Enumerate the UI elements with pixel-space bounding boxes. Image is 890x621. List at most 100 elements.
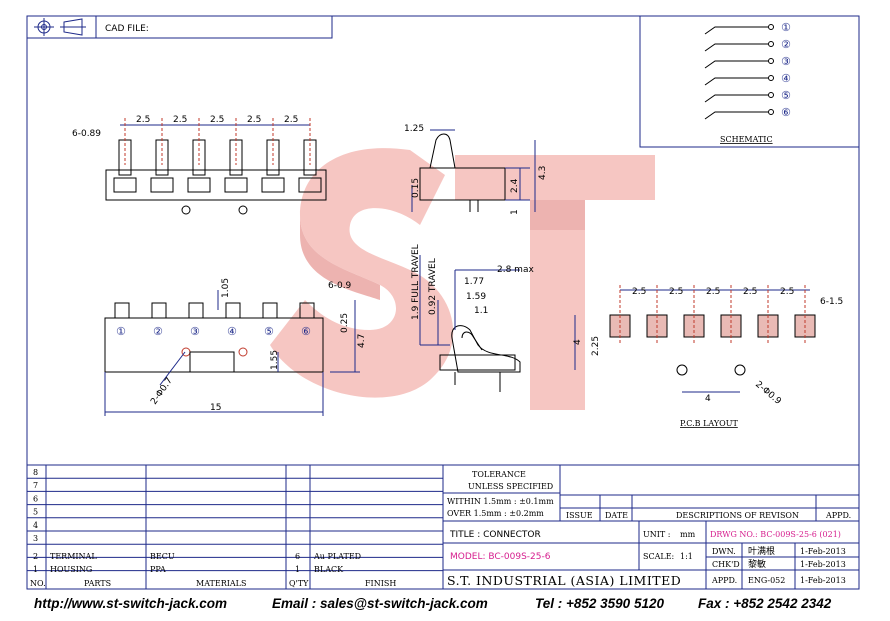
fax-text: Fax : +852 2542 2342 [698,596,832,611]
pcb-pitch-label: 2.5 [669,287,683,297]
bottom-pin-number: ⑤ [264,325,274,338]
front-slot [298,177,322,193]
schematic-switch-line [704,43,768,52]
tolerance-sub: UNLESS SPECIFIED [468,482,553,491]
pcb-pitch-label: 2.5 [780,287,794,297]
appd-value: ENG-052 [748,576,785,585]
front-peg [181,205,191,215]
inner-dim-label: 0.25 [340,313,350,333]
chkd-label: CHK'D [712,560,740,569]
schematic-terminal [768,92,774,98]
scale-value: 1:1 [680,552,693,561]
bom-header-materials: MATERIALS [196,579,246,588]
pcb-pad-label: 6-1.5 [820,297,843,307]
tolerance-within: WITHIN 1.5mm : ±0.1mm [447,497,554,506]
hole-dia-label: 2-Φ0.7 [149,376,175,407]
tolerance-over: OVER 1.5mm : ±0.2mm [447,509,544,518]
schematic-pin-number: ⑥ [781,106,791,119]
rev-date-header: DATE [605,511,628,520]
front-peg [238,205,248,215]
chkd-name: 黎敏 [748,558,766,570]
pitch-label: 2.5 [173,115,187,125]
schematic-label: SCHEMATIC [720,135,773,144]
dwn-name: 叶满根 [748,545,775,557]
pcb-hole [734,364,746,376]
website-link[interactable]: http://www.st-switch-jack.com [34,596,228,611]
pcb-pitch-label: 2.5 [706,287,720,297]
bottom-hole [238,347,248,357]
front-slot [150,177,174,193]
bottom-slot [225,302,241,319]
front-slot [261,177,285,193]
bom-row-number: 8 [33,468,38,477]
schematic-switch-line [704,94,768,103]
pcb-height-label: 4 [573,339,583,345]
pcb-pitch-label: 2.5 [743,287,757,297]
bom-row1-no: 1 [33,565,38,574]
travel-label: 0.92 TRAVEL [428,258,438,315]
bottom-slot [188,302,204,319]
height-dim-label: 4.7 [357,334,367,348]
height-d-label: 1 [510,209,520,215]
schematic-switch-line [704,77,768,86]
front-housing [105,169,327,201]
bom-row2-finish: Au PLATED [313,552,361,561]
rev-issue-header: ISSUE [566,511,593,520]
schematic-switch-line [704,60,768,69]
pcb-hole [676,364,688,376]
email-link[interactable]: Email : sales@st-switch-jack.com [272,596,488,611]
schematic-pin-number: ① [781,21,791,34]
schematic-terminal [768,41,774,47]
bom-row2-material: BECU [150,552,175,561]
schematic-switch-line [704,111,768,120]
bom-header-parts: PARTS [84,579,111,588]
bottom-slot [151,302,167,319]
bom-header-no: NO. [30,579,46,588]
bom-row1-finish: BLACK [314,565,344,574]
scale-label: SCALE: [643,552,674,561]
bom-header-qty: Q'TY [289,579,309,588]
pitch-label: 2.5 [210,115,224,125]
bom-row1-part: HOUSING [50,565,92,574]
pitch-label: 2.5 [247,115,261,125]
schematic-pin-number: ⑤ [781,89,791,102]
full-travel-label: 1.9 FULL TRAVEL [411,244,421,320]
pcb-hole-dia-label: 2-Φ0.9 [753,380,783,407]
height-b-label: 2.4 [510,178,520,193]
side-dim-1: 2.8 max [497,265,534,275]
bom-row2-qty: 6 [295,552,300,561]
appd-date: 1-Feb-2013 [800,576,846,585]
slot-dim-label: 6-0.9 [328,281,352,291]
schematic-terminal [768,75,774,81]
hole-y-label: 1.55 [270,350,280,370]
bottom-slot [262,302,278,319]
height-a-label: 0.15 [411,178,421,198]
bom-row2-part: TERMINAL [50,552,97,561]
schematic-switch-line [704,26,768,35]
bottom-pin-number: ⑥ [301,325,311,338]
schematic-pin-number: ② [781,38,791,51]
bottom-pin-number: ① [116,325,126,338]
title-block [27,464,859,589]
chkd-date: 1-Feb-2013 [800,560,846,569]
bottom-slot [299,302,315,319]
pitch-label: 2.5 [284,115,298,125]
front-slot [113,177,137,193]
length-label: 15 [210,403,221,413]
unit-value: mm [680,530,696,539]
top-offset-label: 1.25 [404,124,424,134]
side-view-top [411,129,536,212]
pcb-layout-label: P.C.B LAYOUT [680,419,738,428]
side-dim-2: 1.77 [464,277,484,287]
model-text: MODEL: BC-009S-25-6 [450,552,551,562]
bom-row-number: 5 [33,508,38,517]
bom-header-finish: FINISH [365,579,396,588]
bom-row-number: 6 [33,494,38,503]
bom-row2-no: 2 [33,552,38,561]
pcb-half-label: 2.25 [591,336,601,356]
dwn-label: DWN. [712,547,736,556]
side-view-bottom [419,255,521,392]
